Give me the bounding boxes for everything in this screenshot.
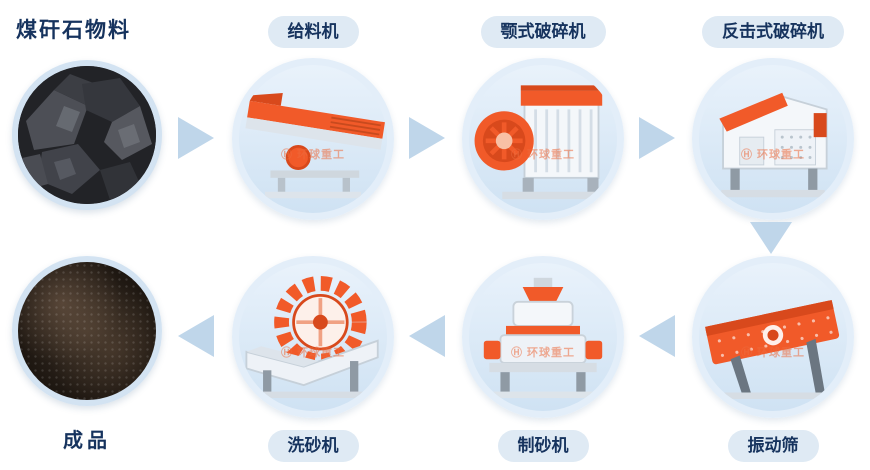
sand-maker-illustration [483,277,603,399]
jaw-crusher-label: 颚式破碎机 [480,16,606,48]
arrow-washer-to-product [178,315,214,357]
sand-maker-image: Ⓗ 环球重工 [462,256,624,418]
vibrating-screen-label: 振动筛 [727,430,819,462]
impact-crusher-illustration [719,92,828,198]
feeder-label: 给料机 [267,16,359,48]
feeder-image: Ⓗ 环球重工 [232,58,394,220]
arrow-sand-maker-to-washer [409,315,445,357]
impact-crusher-image: Ⓗ 环球重工 [692,58,854,220]
arrow-jaw-to-impact-crusher [639,117,675,159]
impact-crusher-label: 反击式破碎机 [702,16,844,48]
source-material-photo [12,60,162,210]
arrow-screen-to-sand-maker [639,315,675,357]
stage-jaw-crusher: 颚式破碎机 [461,16,625,220]
sand-texture [18,262,156,400]
arrow-impact-crusher-to-screen [750,222,792,254]
finished-product-photo [12,256,162,406]
stage-feeder: 给料机 Ⓗ 环球重工 [231,16,395,220]
feeder-illustration [245,93,385,199]
stage-sand-maker: Ⓗ 环球重工 制砂机 [461,256,625,462]
finished-product-label: 成品 [63,430,111,452]
arrow-feeder-to-jaw-crusher [409,117,445,159]
jaw-crusher-illustration [474,85,606,200]
stage-sand-washer: Ⓗ 环球重工 洗砂机 [231,256,395,462]
sand-washer-illustration [245,275,379,399]
source-material-title: 煤矸石物料 [16,19,131,42]
stage-impact-crusher: 反击式破碎机 Ⓗ 环球重工 [691,16,855,220]
coal-rocks-image [18,66,156,204]
stage-vibrating-screen: Ⓗ 环球重工 振动筛 [691,256,855,462]
sand-washer-image: Ⓗ 环球重工 [232,256,394,418]
vibrating-screen-illustration [705,299,840,399]
arrow-material-to-feeder [178,117,214,159]
sand-washer-label: 洗砂机 [267,430,359,462]
vibrating-screen-image: Ⓗ 环球重工 [692,256,854,418]
jaw-crusher-image: Ⓗ 环球重工 [462,58,624,220]
sand-maker-label: 制砂机 [497,430,589,462]
